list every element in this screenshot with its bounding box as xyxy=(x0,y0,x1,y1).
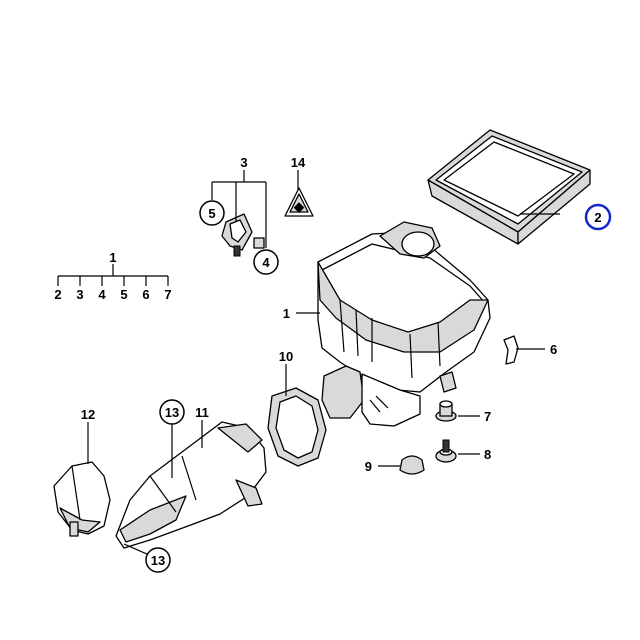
leader-lines xyxy=(57,170,560,559)
callout-7-sub[interactable]: 7 xyxy=(164,287,171,302)
callout-9[interactable]: 9 xyxy=(365,459,372,474)
intake-duct[interactable] xyxy=(115,421,267,549)
callout-circle-2-highlighted[interactable]: 2 xyxy=(584,203,612,231)
callout-5: 5 xyxy=(208,206,215,221)
washer-nut[interactable] xyxy=(435,439,457,463)
callout-6-sub[interactable]: 6 xyxy=(142,287,149,302)
retaining-clip[interactable] xyxy=(503,335,519,365)
callout-4-sub[interactable]: 4 xyxy=(98,287,106,302)
callout-4: 4 xyxy=(262,255,270,270)
air-deflector[interactable] xyxy=(53,461,111,537)
callout-11[interactable]: 11 xyxy=(195,405,209,420)
callout-14[interactable]: 14 xyxy=(291,155,306,170)
callout-2: 2 xyxy=(594,210,601,225)
callout-3[interactable]: 3 xyxy=(240,155,247,170)
intake-seal[interactable] xyxy=(267,387,327,467)
air-filter-housing[interactable] xyxy=(317,221,491,427)
callout-2-sub[interactable]: 2 xyxy=(54,287,61,302)
callout-labels: 1 2 3 4 5 6 7 1 3 14 6 7 8 9 10 11 12 5 … xyxy=(54,155,612,573)
callout-5-sub[interactable]: 5 xyxy=(120,287,127,302)
warning-label-triangle[interactable]: ◆ xyxy=(284,187,314,217)
callout-13-upper: 13 xyxy=(165,405,179,420)
callout-1-top[interactable]: 1 xyxy=(109,250,116,265)
callout-10[interactable]: 10 xyxy=(279,349,293,364)
callout-circle-13-lower[interactable]: 13 xyxy=(145,547,171,573)
air-filter-element[interactable] xyxy=(427,129,591,245)
svg-text:◆: ◆ xyxy=(293,199,305,214)
callout-12[interactable]: 12 xyxy=(81,407,95,422)
callout-circle-4[interactable]: 4 xyxy=(253,249,279,275)
rubber-mount[interactable] xyxy=(435,400,457,422)
rubber-cap[interactable] xyxy=(399,455,425,475)
callout-13-lower: 13 xyxy=(151,553,165,568)
callout-7[interactable]: 7 xyxy=(484,409,491,424)
callout-circle-13-upper[interactable]: 13 xyxy=(159,399,185,425)
callout-1-housing[interactable]: 1 xyxy=(283,306,290,321)
air-mass-sensor[interactable] xyxy=(221,213,265,257)
callout-6[interactable]: 6 xyxy=(550,342,557,357)
callout-3-sub[interactable]: 3 xyxy=(76,287,83,302)
callout-circle-5[interactable]: 5 xyxy=(199,200,225,226)
callout-8[interactable]: 8 xyxy=(484,447,491,462)
